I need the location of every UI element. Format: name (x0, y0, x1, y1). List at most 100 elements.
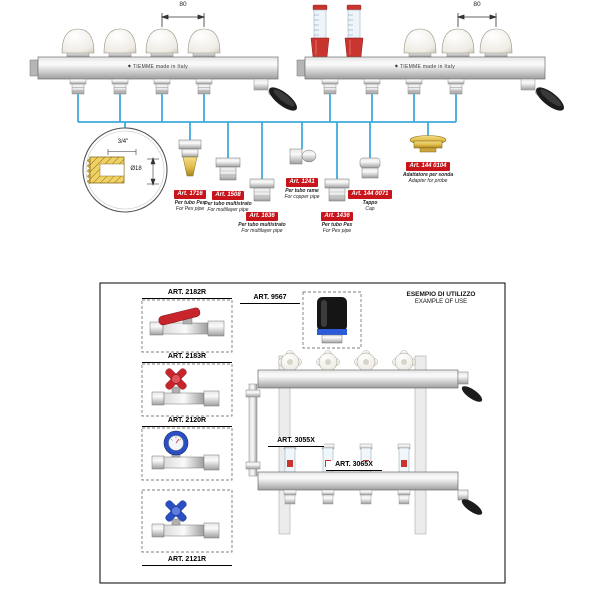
brand-text: TIEMME made in Italy (399, 64, 456, 70)
valve-cap (441, 28, 475, 58)
valve-label-2120R: ART. 2120R (142, 417, 232, 428)
fitting-caption-en: For multilayer pipe (241, 228, 283, 235)
fitting-label-1508: Art. 1508 Per tubo multistrato For multi… (196, 183, 260, 214)
valve-cap (61, 28, 95, 58)
example-top-manifold (257, 350, 483, 402)
example-title-it: ESEMPIO DI UTILIZZO (406, 291, 476, 298)
valve-label-2183R: ART. 2183R (142, 353, 232, 364)
manifold-outlet (69, 78, 87, 95)
manifold-outlet (153, 78, 171, 95)
art-number-badge: Art. 144 0104 (406, 161, 450, 171)
art-number-badge: Art. 1636 (246, 211, 278, 221)
manifold-label-3065X: ART. 3065X (326, 461, 382, 472)
example-outlet (397, 489, 411, 505)
manifold-end-plug (296, 59, 306, 77)
dimension-label-right: 80 (473, 1, 481, 8)
valve-cap (103, 28, 137, 58)
fitting-caption-it: Tappo (362, 199, 378, 206)
handwheel (316, 350, 340, 372)
fitting-caption-it: Adattatore per sonda (402, 171, 454, 178)
fitting-caption-en: For multilayer pipe (207, 207, 249, 214)
fitting-caption-it: Per tubo Pex (174, 199, 206, 206)
manifold-outlet (363, 78, 381, 95)
example-title-en: EXAMPLE OF USE (414, 299, 468, 306)
right-manifold (296, 4, 564, 111)
flowmeter (344, 4, 364, 58)
example-outlet (283, 489, 297, 505)
dashed-frames (141, 291, 362, 553)
manifold-outlet (111, 78, 129, 95)
fitting-label-1440071: Art. 144 0071 Tappo Cap (342, 182, 398, 213)
valve-label-2121R: ART. 2121R (142, 556, 232, 567)
valve-2183R-drawing (151, 368, 220, 407)
example-outlet (321, 489, 335, 505)
art-number-badge: Art. 1716 (174, 189, 206, 199)
small-flowmeter (283, 443, 297, 473)
fitting-caption-en: For Pex pipe (175, 206, 205, 213)
detail-thread-size-label: 3/4" (117, 139, 129, 145)
example-of-use-heading: ESEMPIO DI UTILIZZO EXAMPLE OF USE (383, 291, 499, 307)
art-number-badge: Art. 1508 (212, 190, 244, 200)
valve-cap (403, 28, 437, 58)
pipe-connections (77, 94, 457, 179)
example-installation-drawing (245, 350, 483, 535)
fitting-label-1436: Art. 1436 Per tubo Pex For Pex pipe (303, 204, 371, 235)
fitting-1440071-cap (359, 157, 381, 179)
bore-dimension (147, 157, 159, 186)
end-valve (520, 78, 564, 111)
end-valve (253, 78, 297, 111)
manifold-label-3055X: ART. 3055X (268, 437, 324, 448)
manifold-end-plug (29, 59, 39, 77)
valve-cap (479, 28, 513, 58)
brass-insert-section (86, 156, 125, 185)
blue-butterfly-knob (165, 500, 187, 522)
example-outlet (359, 489, 373, 505)
valve-2182R-drawing (149, 307, 225, 337)
dimension-label-left: 80 (179, 1, 187, 8)
fitting-caption-en: For copper pipe (284, 194, 320, 201)
brand-stamp-left: ◆ TIEMME made in Italy (98, 63, 218, 70)
valve-cap (145, 28, 179, 58)
art-number-badge: Art. 1436 (321, 211, 353, 221)
fitting-1636 (249, 178, 275, 202)
fitting-label-1636: Art. 1636 Per tubo multistrato For multi… (228, 204, 296, 235)
actuator-9567-drawing (317, 297, 347, 344)
valve-2120R-drawing (151, 430, 220, 471)
fitting-1508 (215, 157, 241, 181)
fitting-caption-en: Adapter for probe (408, 178, 448, 185)
thermometer-dial (163, 430, 189, 456)
fitting-caption-it: Per tubo Pex (321, 221, 353, 228)
valve-label-2182R: ART. 2182R (142, 289, 232, 300)
thread-dimension (107, 149, 137, 155)
tiemme-logo-icon: ◆ (127, 63, 132, 68)
fitting-caption-it: Per tubo multistrato (204, 200, 252, 207)
flowmeter (310, 4, 330, 58)
red-butterfly-knob (165, 368, 187, 390)
fitting-1716 (178, 139, 202, 177)
brand-stamp-right: ◆ TIEMME made in Italy (365, 63, 485, 70)
art-number-badge: Art. 1241 (286, 177, 318, 187)
fitting-caption-it: Per tubo rame (285, 187, 319, 194)
actuator-label-9567: ART. 9567 (240, 294, 300, 305)
dimension-left (160, 13, 206, 27)
manifold-outlet (447, 78, 465, 95)
manifold-outlet (405, 78, 423, 95)
valve-2121R-drawing (151, 500, 220, 539)
detail-diameter-label: Ø18 (130, 166, 142, 172)
manifold-outlet (321, 78, 339, 95)
fitting-1436 (324, 178, 350, 202)
tiemme-logo-icon: ◆ (394, 63, 399, 68)
detail-view (82, 127, 168, 213)
fitting-label-1716: Art. 1716 Per tubo Pex For Pex pipe (160, 182, 220, 213)
small-flowmeter (397, 443, 411, 473)
valve-cap (187, 28, 221, 58)
left-manifold (29, 13, 297, 111)
fitting-caption-en: For Pex pipe (322, 228, 352, 235)
fitting-label-1241: Art. 1241 Per tubo rame For copper pipe (270, 170, 334, 201)
fitting-caption-en: Cap (365, 206, 375, 213)
manifold-outlet (195, 78, 213, 95)
fitting-caption-it: Per tubo multistrato (238, 221, 286, 228)
dimension-right (456, 13, 498, 27)
